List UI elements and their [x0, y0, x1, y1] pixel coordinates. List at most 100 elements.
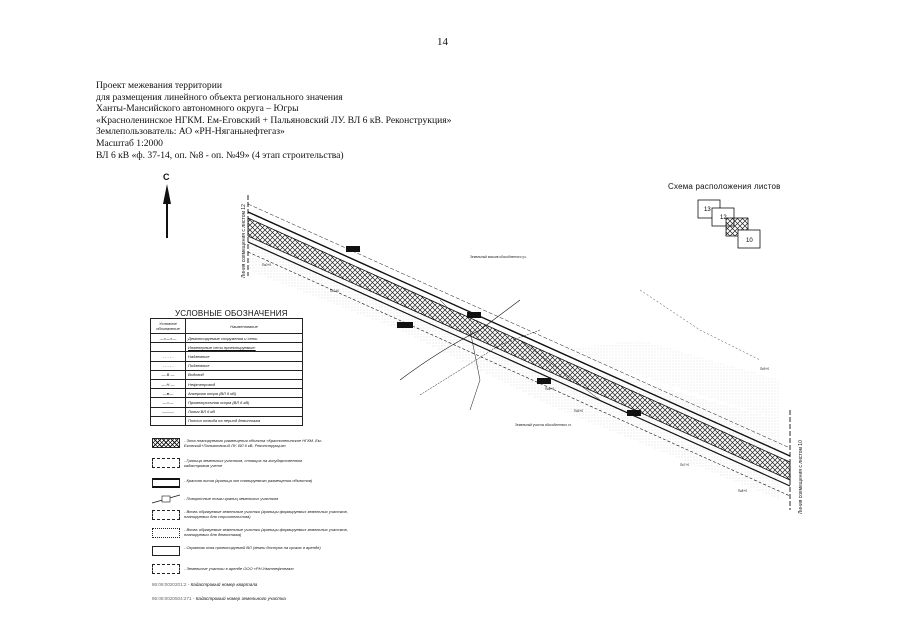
title-line-1: Проект межевания территории — [96, 80, 222, 91]
cadastral-parcel-number: 86:08:0020504:271 — [152, 596, 192, 601]
legend-row: Полоса отвода на период демонтажа — [150, 415, 303, 426]
legend-extra-item: - Охранная зона проектируемой ВЛ (земли … — [184, 545, 321, 550]
legend-name: Полоса отвода на период демонтажа — [185, 415, 303, 426]
north-label: С — [163, 172, 170, 182]
legend-symbol: — В — — [150, 369, 186, 380]
branch-line-1 — [399, 299, 521, 381]
legend-name: Демонтируемые сооружения и сети — [185, 332, 303, 344]
legend-symbol: —●— — [150, 388, 186, 399]
dotted-parcel-area-2 — [560, 340, 780, 420]
svg-text:Пк0+0: Пк0+0 — [262, 263, 271, 267]
zone-swatch — [152, 438, 180, 448]
legend-symbol: —○— — [150, 397, 186, 408]
new-parcel-swatch — [152, 510, 180, 520]
svg-text:Пк1+0: Пк1+0 — [330, 289, 339, 293]
legend-name: Линия ВЛ 6 кВ — [185, 406, 303, 417]
legend-symbol: —×—×— — [150, 332, 186, 344]
branch-line-2 — [419, 329, 541, 396]
branch-line-4 — [519, 339, 601, 401]
stage-line: ВЛ 6 кВ «ф. 37-14, оп. №8 - оп. №49» (4 … — [96, 149, 344, 161]
legend-extra-item: - Красная линия (граница зон планируемог… — [184, 478, 313, 483]
legend-symbol — [150, 415, 186, 426]
legend-symbol — [150, 342, 186, 353]
legend-name: Подземные — [185, 360, 303, 371]
map-label-box — [537, 378, 551, 384]
legend-extra-item: - Поворотные точки границ земельных учас… — [184, 496, 279, 501]
legend-extra-item: - Зона планируемого размещения объекта «… — [184, 438, 322, 448]
lease-parcel-swatch — [152, 564, 180, 574]
legend-header-name: Наименование — [185, 318, 303, 334]
legend-name: Инженерные сети проектируемые: — [185, 342, 303, 353]
land-user-line: Землепользователь: АО «РН-Няганьнефтегаз… — [96, 126, 285, 138]
sheet-12-label: 12 — [720, 215, 727, 221]
north-arrow-icon — [163, 184, 171, 238]
svg-text:Земельный массив обособленного: Земельный массив обособленного уч. — [470, 255, 527, 259]
cadastral-parcel-desc: - Кадастровый номер земельного участка — [192, 596, 286, 601]
cadastral-quarter-desc: - Кадастровый номер квартала — [187, 582, 258, 587]
legend-symbol: - - - - - — [150, 360, 186, 371]
cadastral-parcel-entry: 86:08:0020504:271 - Кадастровый номер зе… — [152, 596, 286, 601]
page-number: 14 — [437, 36, 448, 48]
legend-symbol: - - - - - — [150, 351, 186, 362]
parcel-boundary-swatch — [152, 458, 180, 468]
legend-row: — Н —Нефтепровод — [150, 378, 303, 390]
legend-extra-item: - Вновь образуемые земельные участки (гр… — [184, 527, 348, 537]
svg-text:Пк8+0: Пк8+0 — [738, 489, 747, 493]
title-line-4: «Красноленинское НГКМ. Ем-Еговский + Пал… — [96, 114, 452, 126]
legend-row: Инженерные сети проектируемые: — [150, 342, 303, 353]
red-line-swatch — [152, 478, 180, 488]
legend-name: Анкерная опора (ВЛ 6 кВ) — [185, 388, 303, 399]
legend-row: - - - - -Подземные — [150, 360, 303, 371]
legend-header-symbol: Условное обозначение — [150, 318, 186, 334]
turning-point-icon — [152, 494, 180, 504]
svg-text:Пк7+0: Пк7+0 — [680, 463, 689, 467]
legend-name: Нефтепровод — [185, 378, 303, 390]
map-label-box — [346, 246, 360, 252]
match-line-left-label: Линия совмещения с листом 12 — [241, 204, 247, 278]
title-line-3: Ханты-Мансийского автономного округа – Ю… — [96, 103, 299, 115]
legend-extra-item: - Земельные участки в аренде ООО «РН-Ува… — [184, 566, 295, 571]
svg-text:Земельный участок обособленног: Земельный участок обособленного ст. — [515, 423, 572, 427]
cadastral-quarter-number: 86:08:0020201:2 — [152, 582, 187, 587]
legend-extra-item: - Вновь образуемые земельные участки (гр… — [184, 509, 348, 519]
svg-text:Пк9+0: Пк9+0 — [760, 367, 769, 371]
legend-title: УСЛОВНЫЕ ОБОЗНАЧЕНИЯ — [175, 309, 288, 318]
legend-symbol: ——— — [150, 406, 186, 417]
svg-text:Пк5+0: Пк5+0 — [574, 409, 583, 413]
protection-zone-line — [247, 251, 791, 497]
match-line-left-text: Линия совмещения с листом 12 — [241, 204, 247, 278]
svg-text:Пк4+0: Пк4+0 — [545, 387, 554, 391]
legend-extra-item: - Граница земельных участков, стоящих на… — [184, 458, 303, 468]
map-label-box — [467, 312, 481, 318]
scheme-title: Схема расположения листов — [668, 182, 781, 191]
branch-line-3 — [439, 299, 481, 411]
legend-row: —●—Анкерная опора (ВЛ 6 кВ) — [150, 388, 303, 399]
protection-zone-swatch — [152, 546, 180, 556]
legend-name: Водовод — [185, 369, 303, 380]
map-label-box — [397, 322, 413, 328]
title-line-2: для размещения линейного объекта региона… — [96, 91, 343, 103]
title-block: Проект межевания территории для размещен… — [96, 80, 451, 161]
branch-line-5 — [639, 289, 761, 361]
sheet-10-label: 10 — [746, 238, 753, 244]
parcel-boundary-line — [247, 203, 791, 449]
dotted-parcel-area — [248, 232, 780, 500]
legend-row: ———Линия ВЛ 6 кВ — [150, 406, 303, 417]
scale-line: Масштаб 1:2000 — [96, 137, 163, 149]
legend-row: —○—Промежуточная опора (ВЛ 6 кВ) — [150, 397, 303, 408]
red-line-top — [247, 211, 791, 457]
cadastral-quarter-entry: 86:08:0020201:2 - Кадастровый номер квар… — [152, 582, 257, 587]
legend-header-row: Условное обозначение Наименование — [150, 318, 303, 334]
legend-symbol: — Н — — [150, 378, 186, 390]
red-line-bottom — [247, 241, 791, 487]
legend-table: Условное обозначение Наименование —×—×—Д… — [150, 318, 303, 426]
legend-row: — В —Водовод — [150, 369, 303, 380]
sheet-scheme: 13 12 10 — [697, 199, 761, 249]
match-line-right-label: Линия совмещения с листом 10 — [798, 440, 804, 514]
match-line-right-text: Линия совмещения с листом 10 — [798, 440, 804, 514]
legend-row: - - - - -Надземные — [150, 351, 303, 362]
demolition-parcel-swatch — [152, 528, 180, 538]
legend-name: Надземные — [185, 351, 303, 362]
legend-name: Промежуточная опора (ВЛ 6 кВ) — [185, 397, 303, 408]
